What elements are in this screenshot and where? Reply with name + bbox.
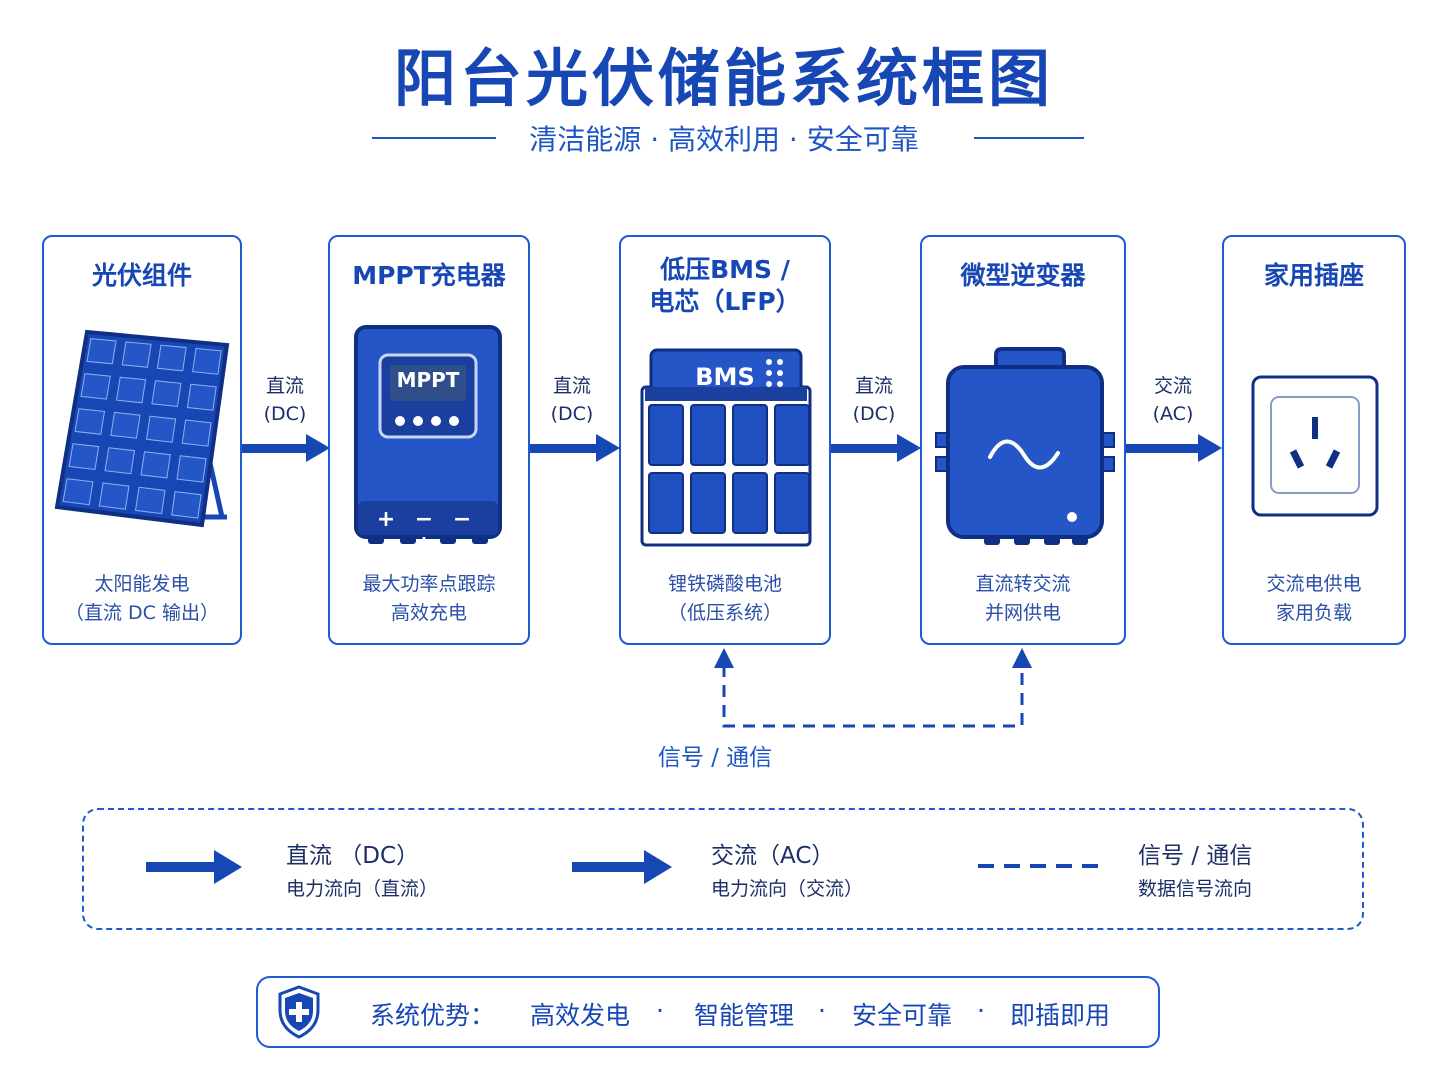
card-micro-inverter: 微型逆变器 直流转交流 并网供电 [920,235,1126,645]
solar-cell [192,347,222,375]
battery-cell [648,404,684,466]
solar-cell [171,491,202,519]
flow-label-text: 直流 [265,375,304,397]
flow-label-mppt-bms: 直流 (DC) [527,372,617,428]
advantage-separator: · [818,996,826,1025]
flow-label-pv-mppt: 直流 (DC) [240,372,330,428]
card-desc-2: 高效充电 [390,602,467,624]
flow-label-inverter-outlet: 交流 (AC) [1128,372,1218,428]
card-title: MPPT充电器 [352,261,506,290]
card-desc-2: 家用负载 [1275,602,1352,624]
solar-cell [156,344,187,372]
card-home-outlet: 家用插座 交流电供电 家用负载 [1222,235,1406,645]
advantages-box [256,976,1160,1048]
solar-cell [74,408,106,435]
solar-cell [110,411,141,439]
flow-label-unit: (DC) [263,403,307,425]
legend-signal-desc: 数据信号流向 [1138,878,1253,900]
flow-label-unit: (DC) [550,403,594,425]
shield-plus-icon [278,985,320,1039]
solar-cell [86,338,117,365]
card-pv-module: 光伏组件 太阳能发电 （直流 DC 输出） [42,235,242,645]
mppt-terminals: + − − + [376,507,478,557]
card-desc-1: 锂铁磷酸电池 [667,573,782,595]
inverter-icon [935,347,1115,545]
legend-dc-title: 直流 （DC） [286,843,420,869]
solar-cell [140,451,171,479]
battery-cell [774,404,810,466]
flow-label-bms-inverter: 直流 (DC) [829,372,919,428]
advantage-item: 高效发电 [530,1001,631,1030]
legend-dc-desc: 电力流向（直流） [286,878,439,900]
card-title: 光伏组件 [91,261,192,290]
card-title: 家用插座 [1263,261,1364,290]
battery-cell [690,404,726,466]
flow-label-text: 交流 [1153,375,1192,397]
page-subtitle: 清洁能源 · 高效利用 · 安全可靠 [529,123,919,156]
signal-label: 信号 / 通信 [657,745,773,771]
solar-cell [186,383,217,411]
advantages-label: 系统优势： [370,1001,496,1030]
solar-cell [181,419,212,447]
card-title: 低压BMS / [660,255,790,284]
card-desc-1: 最大功率点跟踪 [362,573,496,595]
card-desc-1: 太阳能发电 [94,573,190,595]
advantage-item: 安全可靠 [852,1001,953,1030]
card-mppt-charger: MPPT充电器 MPPT + − − + 最大功率点跟踪 高效充电 [328,235,530,645]
page-title: 阳台光伏储能系统框图 [393,42,1054,115]
subtitle-line-right [974,137,1084,139]
mppt-device-icon [354,325,502,544]
advantage-separator: · [977,996,985,1025]
bms-label: BMS [695,363,755,391]
card-desc-2: 并网供电 [984,602,1061,624]
battery-pack-icon [640,348,812,547]
legend-signal-title: 信号 / 通信 [1138,843,1253,869]
flow-label-unit: (AC) [1152,403,1194,425]
solar-cell [176,455,207,483]
flow-label-text: 直流 [854,375,893,397]
mppt-screen-label: MPPT [396,368,460,392]
advantage-item: 智能管理 [694,1001,795,1030]
solar-cell [80,373,111,400]
subtitle-line-left [372,137,496,139]
battery-cell [648,472,684,534]
advantage-separator: · [656,996,664,1025]
power-outlet-icon [1251,375,1379,517]
solar-panel-icon [54,329,230,528]
battery-cell [690,472,726,534]
solar-cell [121,341,152,368]
card-desc-2: （直流 DC 输出） [65,602,219,624]
card-bms-battery: 低压BMS / 电芯（LFP） BMS 锂铁磷酸电池 （低压系统） [619,235,831,645]
solar-cell [134,486,166,515]
solar-cell [151,380,182,408]
solar-cell [104,447,136,475]
battery-cell [732,472,768,534]
solar-cell [98,482,130,510]
solar-cell [115,376,147,404]
solar-cell [68,443,100,471]
card-title: 微型逆变器 [960,261,1086,290]
legend-ac-title: 交流（AC） [711,843,835,869]
battery-cell [774,472,810,534]
solar-cell [62,478,94,506]
flow-label-text: 直流 [552,375,591,397]
card-desc-1: 直流转交流 [975,573,1071,595]
card-desc-2: （低压系统） [667,602,782,624]
legend-ac-desc: 电力流向（交流） [711,878,864,900]
flow-label-unit: (DC) [852,403,896,425]
legend-box [82,808,1364,930]
battery-cell [732,404,768,466]
solar-cell [145,415,177,443]
card-title-line2: 电芯（LFP） [649,287,801,316]
advantage-item: 即插即用 [1010,1001,1111,1030]
card-desc-1: 交流电供电 [1266,573,1362,595]
